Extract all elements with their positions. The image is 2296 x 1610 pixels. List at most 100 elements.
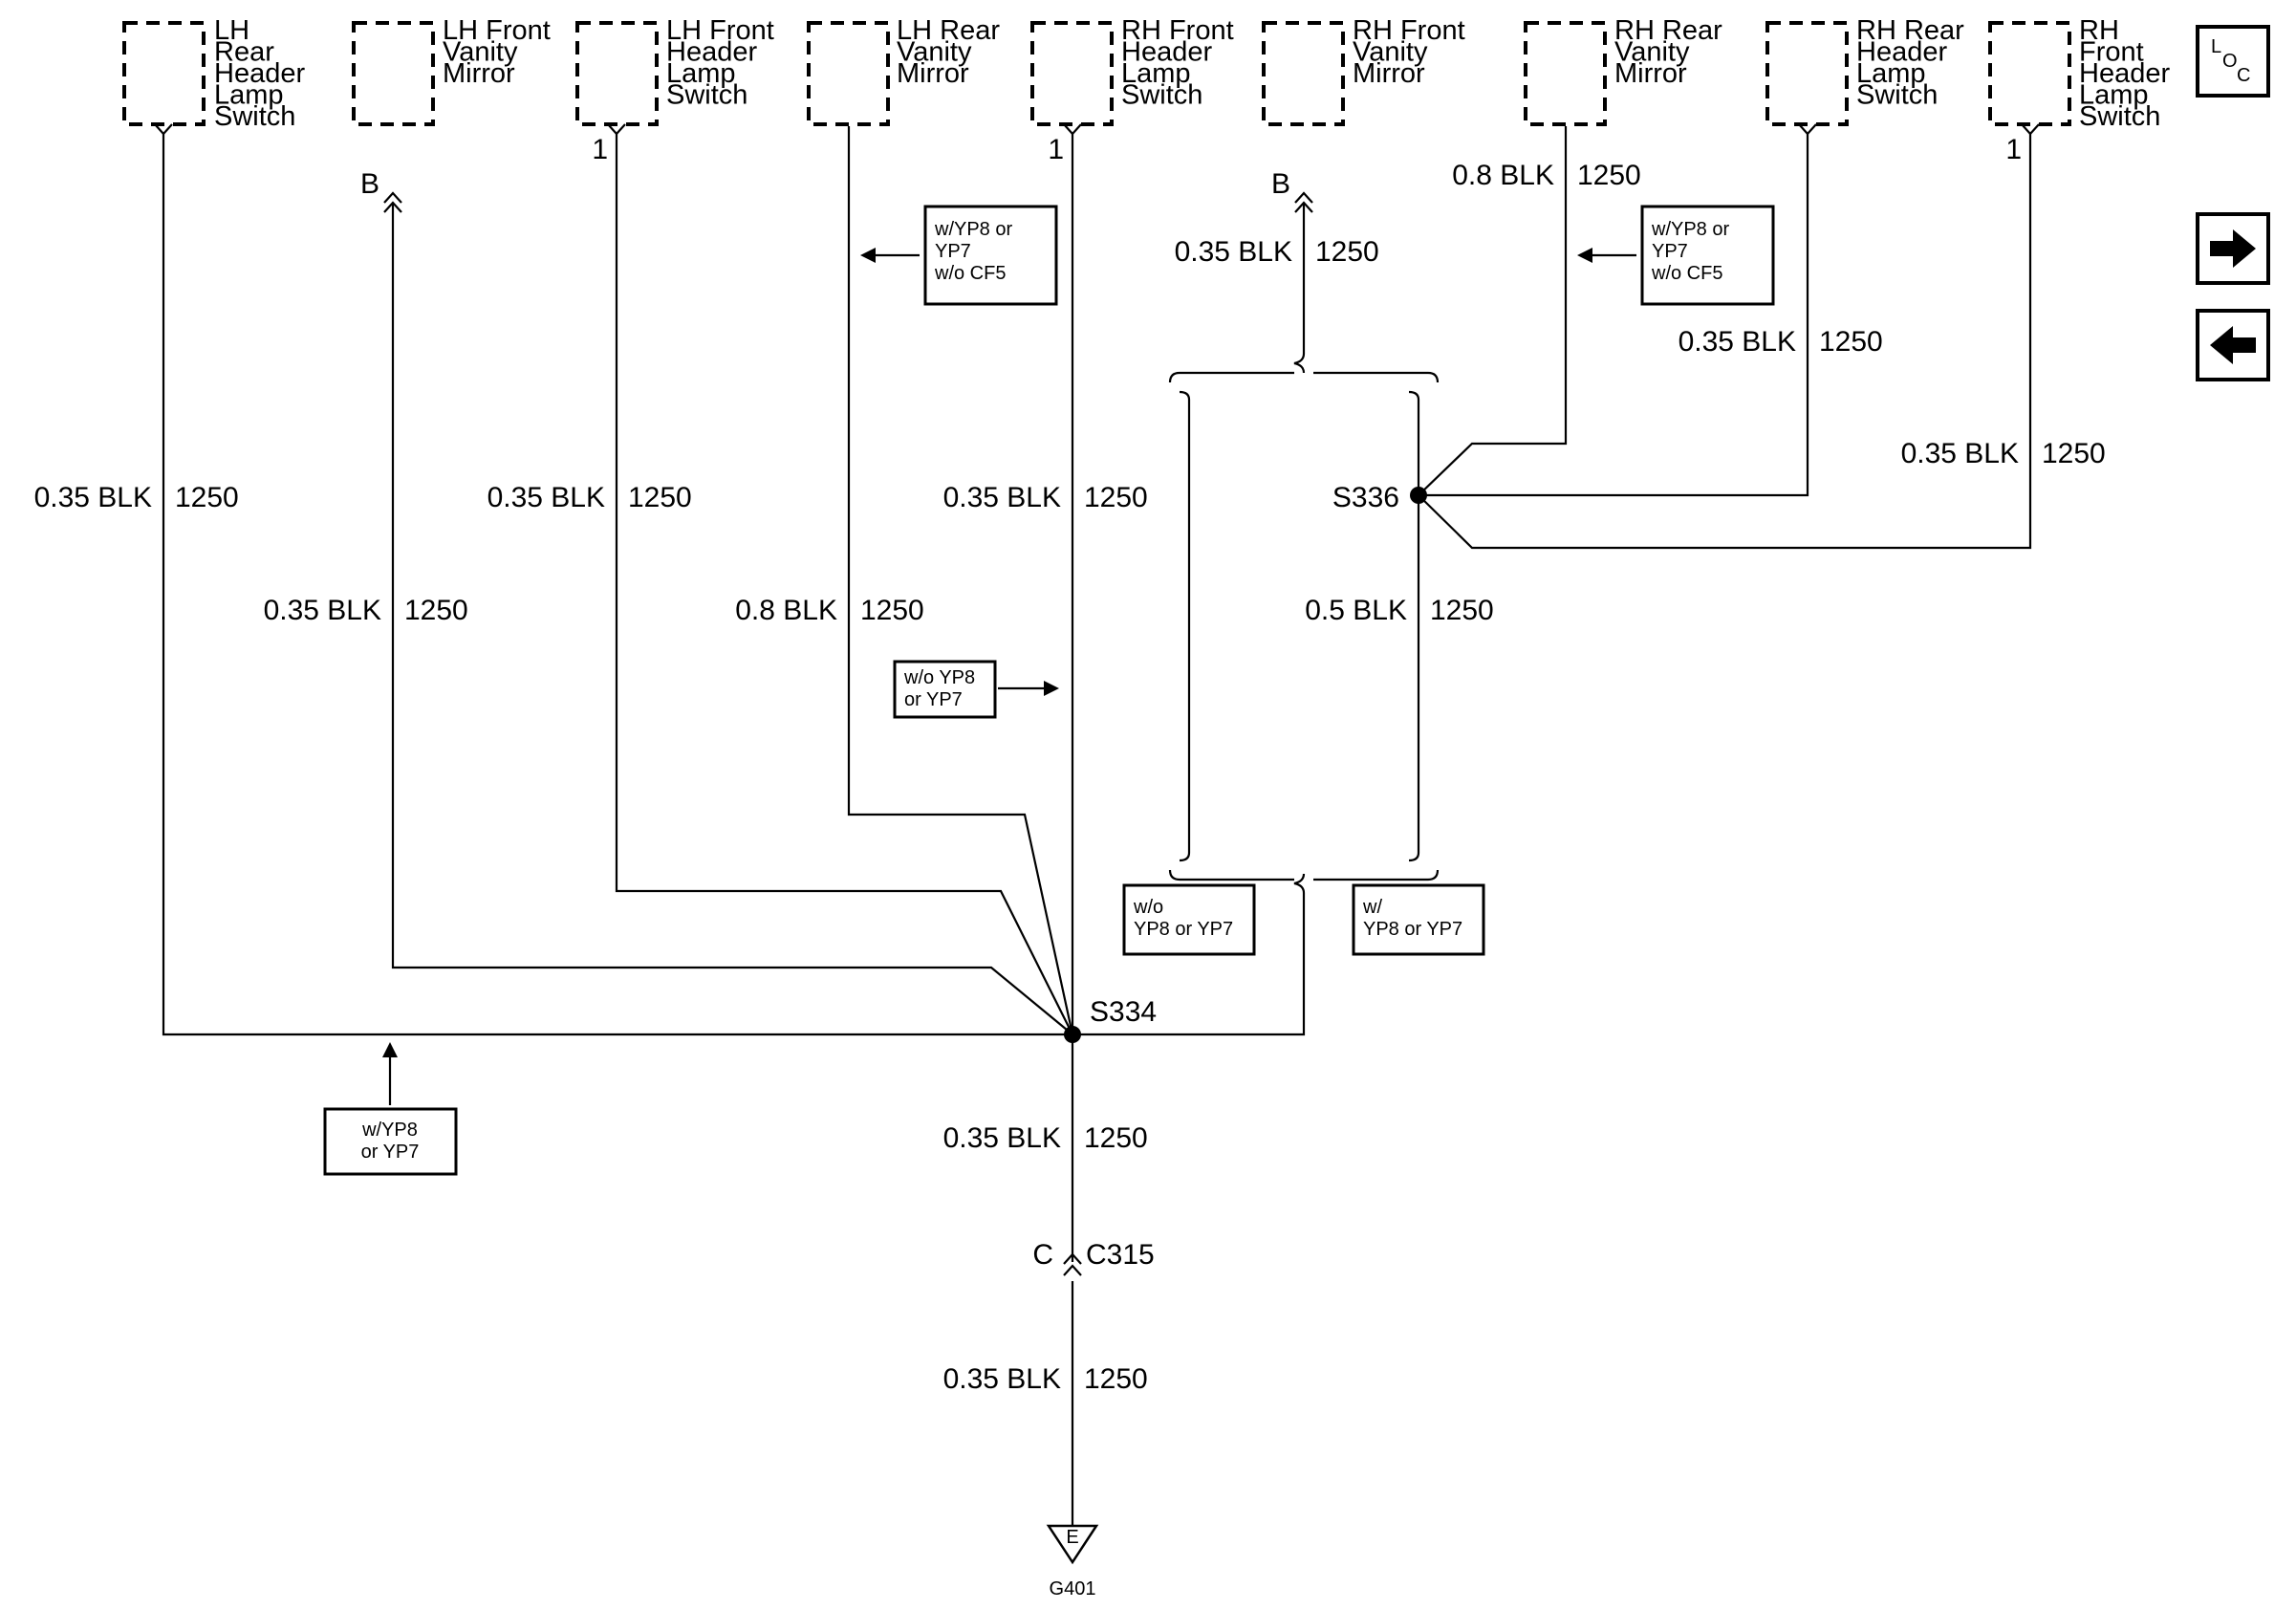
splice-s334-dot	[1064, 1026, 1081, 1043]
wire-color-label: 0.35 BLK	[1175, 236, 1292, 268]
wire-color-label: 0.35 BLK	[34, 482, 152, 513]
connector-c315-chevron	[1063, 1264, 1082, 1276]
option-brackets	[1168, 353, 1440, 894]
left-arrow-icon	[2210, 326, 2256, 364]
lh-front-vanity-mirror-box	[352, 21, 435, 126]
circuit-number-label: 1250	[1315, 236, 1379, 268]
pin-label-1: 1	[2005, 134, 2022, 165]
pin-label-1: 1	[1048, 134, 1064, 165]
location-view-button[interactable]: L O C	[2196, 25, 2270, 98]
bracket-bottom-junction	[1293, 873, 1306, 894]
wires	[162, 126, 2032, 1526]
ground-symbol: E G401	[1046, 1524, 1099, 1599]
circuit-number-label: 1250	[1430, 595, 1494, 626]
pin-chevron	[154, 123, 173, 136]
option-note-with-yp-branch: w/YP8 or YP7	[1352, 883, 1485, 956]
pin-label-b: B	[1271, 168, 1290, 200]
rh-front-vanity-mirror-box	[1262, 21, 1345, 126]
connector-chevron	[383, 191, 402, 204]
wire-lh-front-header	[615, 134, 1073, 1035]
connector-c315-chevron	[1063, 1252, 1082, 1265]
bracket-top-junction	[1293, 353, 1306, 374]
circuit-number-label: 1250	[1084, 482, 1148, 513]
pin-chevron	[1798, 123, 1817, 136]
circuit-number-label: 1250	[1577, 160, 1641, 191]
rh-front-header-lamp-switch-box	[1030, 21, 1114, 126]
wire-lh-rear-vanity	[847, 126, 1074, 1035]
connector-chevron	[1294, 201, 1313, 213]
circuit-number-label: 1250	[1084, 1122, 1148, 1154]
circuit-number-label: 1250	[1084, 1363, 1148, 1395]
circuit-number-label: 1250	[2042, 438, 2106, 469]
ground-name: G401	[1050, 1578, 1096, 1599]
wire-color-label: 0.35 BLK	[1901, 438, 2019, 469]
component-boxes	[122, 21, 2071, 126]
wire-labels: 0.35 BLK 1250 0.35 BLK 1250 0.35 BLK 125…	[34, 160, 2106, 1395]
wire-color-label: 0.35 BLK	[943, 1363, 1061, 1395]
bracket-top-line	[1168, 371, 1440, 383]
pin-label-b: B	[360, 168, 379, 200]
loc-letter-c: C	[2237, 65, 2250, 86]
bracket-bottom-line	[1168, 869, 1440, 881]
rh-rear-header-lamp-switch-box	[1765, 21, 1849, 126]
option-note-text: w/YP8 or YP7	[1362, 897, 1462, 940]
pin-chevron	[2021, 123, 2040, 136]
lh-rear-header-lamp-switch-box	[122, 21, 206, 126]
rh-front-header-lamp-switch-box-2	[1988, 21, 2071, 126]
wire-s334-to-rh-branch	[1072, 893, 1306, 1036]
connector-chevron	[1294, 191, 1313, 204]
pin-label-1: 1	[592, 134, 608, 165]
pin-label-c: C	[1032, 1239, 1053, 1271]
splice-s336-dot	[1410, 487, 1427, 504]
wire-color-label: 0.35 BLK	[943, 482, 1061, 513]
ground-letter: E	[1066, 1527, 1078, 1548]
splice-label-s334: S334	[1090, 996, 1157, 1028]
connector-chevron	[383, 201, 402, 213]
wire-rh-rear-vanity	[1418, 126, 1568, 496]
wire-rh-front-header-2	[1418, 134, 2032, 550]
wire-color-label: 0.35 BLK	[943, 1122, 1061, 1154]
wire-color-label: 0.35 BLK	[487, 482, 605, 513]
wire-color-label: 0.5 BLK	[1305, 595, 1407, 626]
bracket-bottom-hooks	[1179, 852, 1420, 862]
loc-letter-l: L	[2211, 36, 2221, 57]
previous-page-button[interactable]	[2196, 309, 2270, 381]
pin-chevron	[1063, 123, 1082, 136]
wire-color-label: 0.8 BLK	[1452, 160, 1554, 191]
loc-letter-o: O	[2222, 51, 2238, 72]
wire-color-label: 0.8 BLK	[735, 595, 837, 626]
pin-chevrons	[154, 123, 2040, 1276]
connector-label-c315: C315	[1086, 1239, 1155, 1271]
wire-lh-rear-header	[162, 134, 1072, 1036]
rh-rear-vanity-mirror-box	[1524, 21, 1607, 126]
bracket-top-hooks	[1179, 390, 1420, 401]
circuit-number-label: 1250	[404, 595, 468, 626]
wire-lh-front-vanity	[391, 203, 1073, 1035]
wire-color-label: 0.35 BLK	[1679, 326, 1796, 358]
wire-color-label: 0.35 BLK	[264, 595, 381, 626]
circuit-number-label: 1250	[628, 482, 692, 513]
next-page-button[interactable]	[2196, 212, 2270, 285]
right-arrow-icon	[2210, 229, 2256, 268]
wire-rh-rear-header	[1419, 134, 1809, 497]
splice-label-s336: S336	[1332, 482, 1399, 513]
